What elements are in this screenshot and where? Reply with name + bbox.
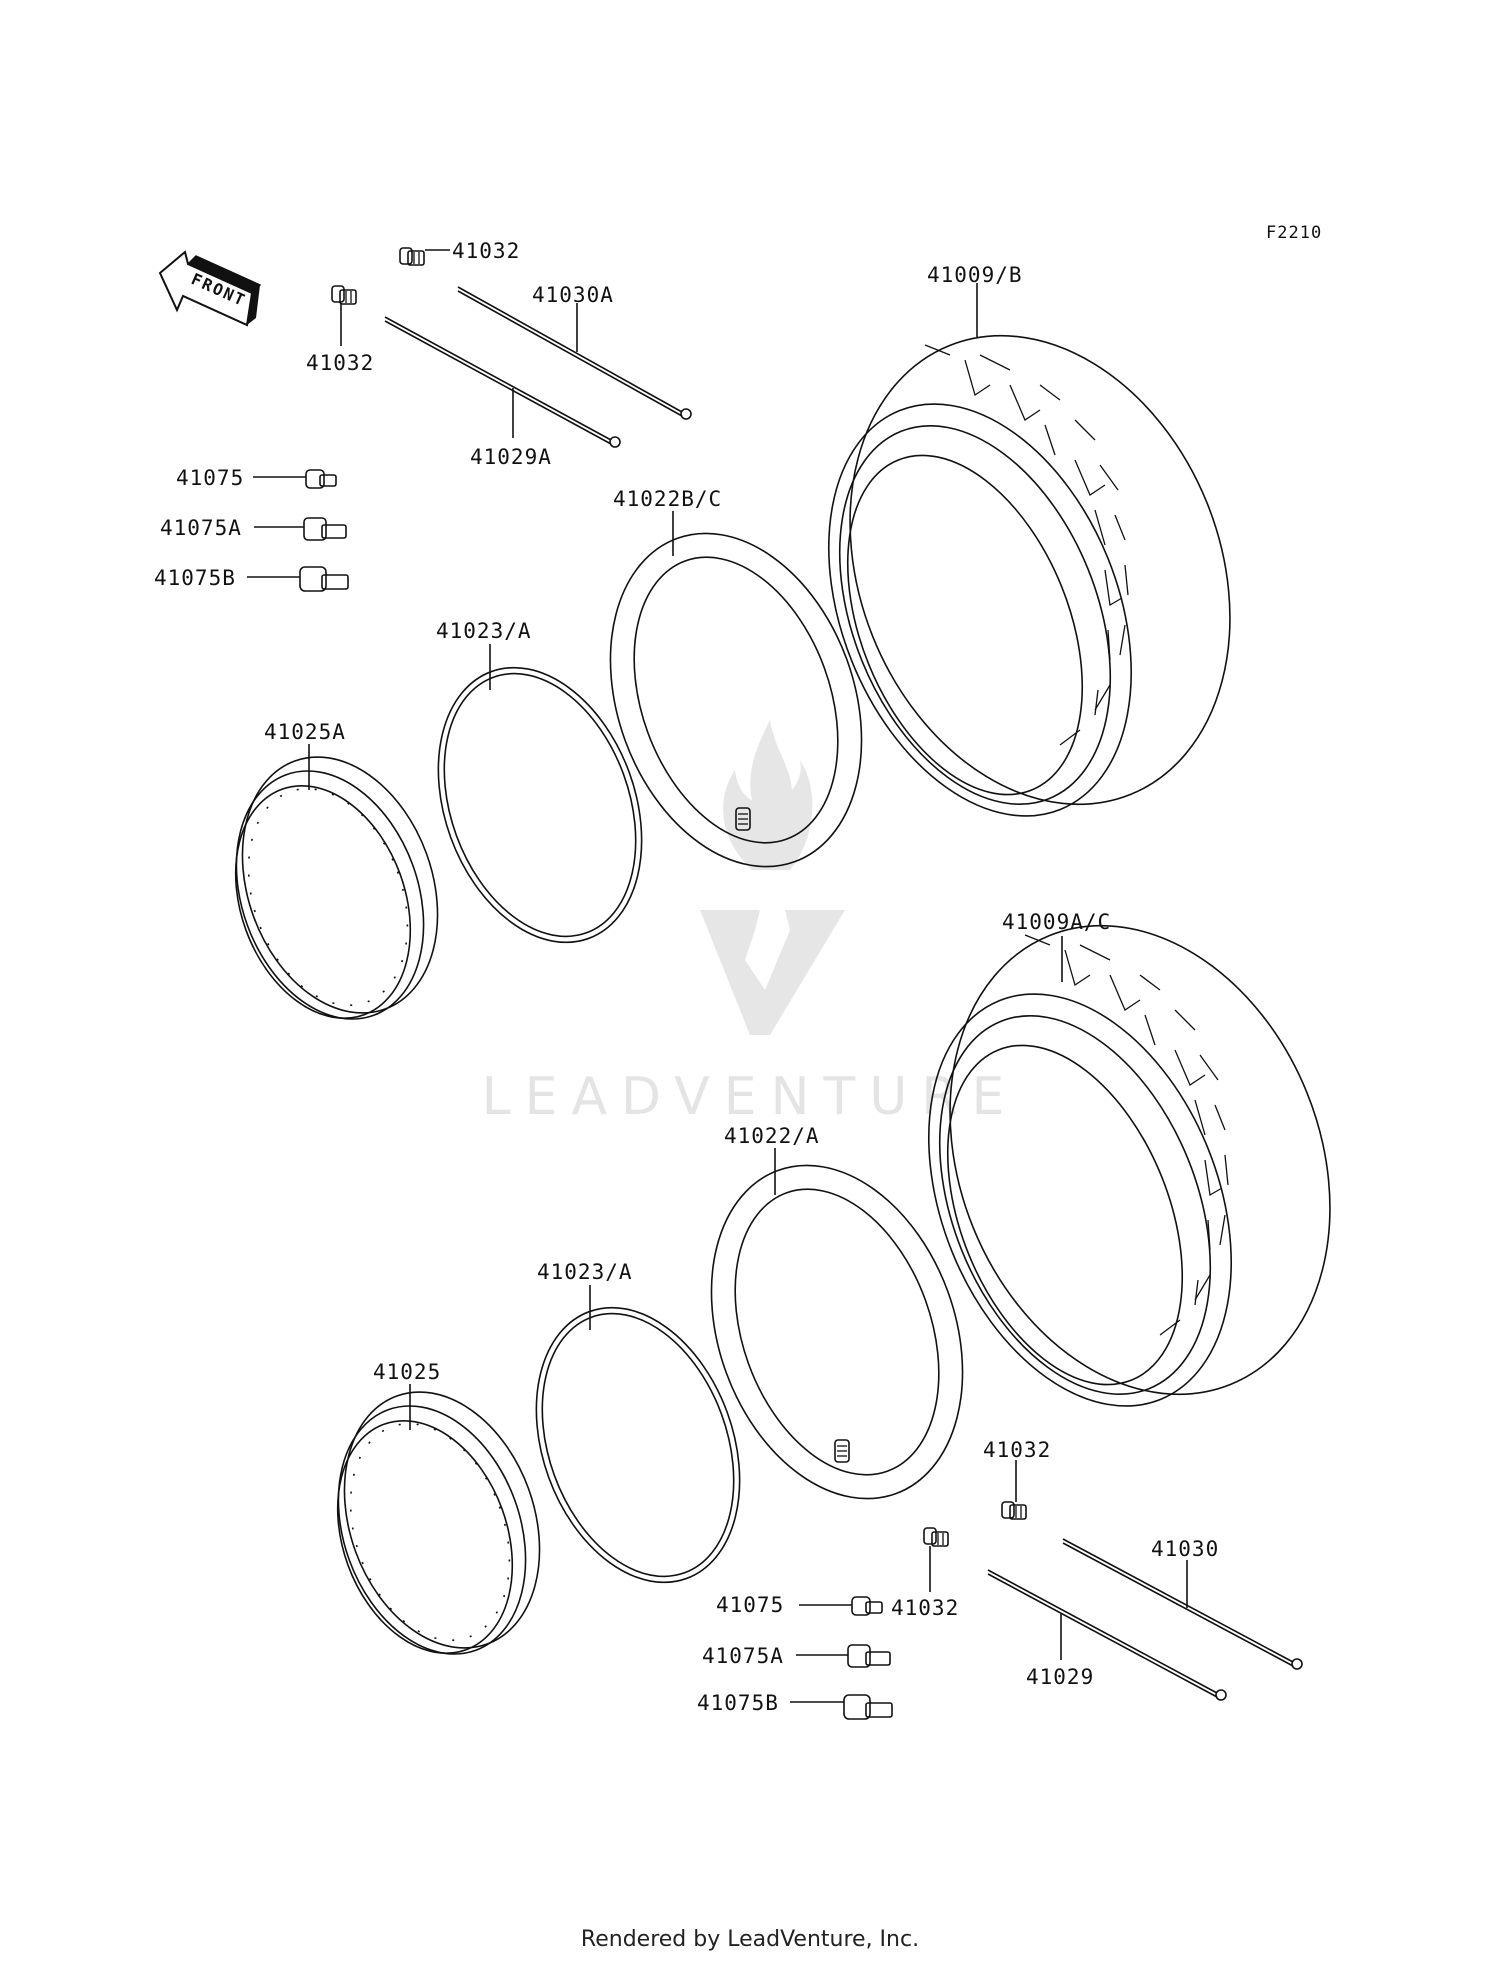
label-41075: 41075 (176, 466, 244, 490)
label-41075A: 41075A (160, 516, 242, 540)
label-41023A-bottom: 41023/A (537, 1260, 633, 1284)
label-41075B-bottom: 41075B (697, 1691, 779, 1715)
rim-band-41023A-top-icon (437, 666, 643, 944)
label-41075B: 41075B (154, 566, 236, 590)
label-41030A: 41030A (532, 283, 614, 307)
valve-stem-41075A-icon (303, 517, 347, 541)
valve-cap-41032-top-icon (399, 247, 425, 266)
valve-cap-41032-bottom-right-icon (1001, 1501, 1027, 1520)
watermark-text: LEADVENTURE (482, 1067, 1019, 1127)
label-41009AC: 41009A/C (1002, 910, 1111, 934)
front-arrow-icon: FRONT (158, 250, 262, 327)
tire-41009AC-icon (928, 924, 1331, 1407)
valve-stem-41075B-icon (299, 566, 349, 592)
label-41029: 41029 (1026, 1665, 1094, 1689)
label-41030: 41030 (1151, 1537, 1219, 1561)
label-41075-bottom: 41075 (716, 1593, 784, 1617)
spoke-41029A-icon (384, 316, 621, 448)
tube-41022A-icon (710, 1164, 964, 1500)
label-41025A: 41025A (264, 720, 346, 744)
label-41009B: 41009/B (927, 263, 1023, 287)
watermark-v-logo-icon (700, 910, 845, 1035)
valve-cap-41032-bottom-left-icon (923, 1527, 949, 1547)
spoke-41030A-icon (457, 286, 692, 420)
label-41029A: 41029A (470, 445, 552, 469)
spoke-41030-icon (1062, 1538, 1303, 1670)
rim-band-41023A-bottom-icon (535, 1306, 741, 1584)
valve-cap-41032-left-icon (331, 285, 357, 305)
valve-stem-41075A-bottom-icon (847, 1644, 891, 1668)
diagram-code: F2210 (1266, 223, 1322, 243)
label-41022A: 41022/A (724, 1124, 820, 1148)
valve-stem-41075B-bottom-icon (843, 1694, 893, 1720)
tube-41022BC-icon (609, 532, 863, 868)
valve-stem-41075-bottom-icon (851, 1596, 883, 1616)
rim-41025-icon (336, 1391, 541, 1655)
spoke-41029-icon (987, 1569, 1227, 1701)
label-41032-left: 41032 (306, 351, 374, 375)
valve-stem-41075-icon (305, 469, 337, 489)
label-41025: 41025 (373, 1360, 441, 1384)
label-41023A-top: 41023/A (436, 619, 532, 643)
label-41075A-bottom: 41075A (702, 1644, 784, 1668)
label-41022BC: 41022B/C (613, 487, 722, 511)
label-41032-bottom-right: 41032 (983, 1438, 1051, 1462)
tire-41009B-icon (828, 334, 1231, 817)
label-41032-bottom-left: 41032 (891, 1596, 959, 1620)
label-41032-top: 41032 (452, 239, 520, 263)
footer-credit: Rendered by LeadVenture, Inc. (581, 1927, 919, 1952)
leadventure-watermark: LEADVENTURE (482, 720, 1019, 1127)
rim-41025A-icon (234, 756, 439, 1020)
watermark-flame-icon (723, 720, 813, 870)
